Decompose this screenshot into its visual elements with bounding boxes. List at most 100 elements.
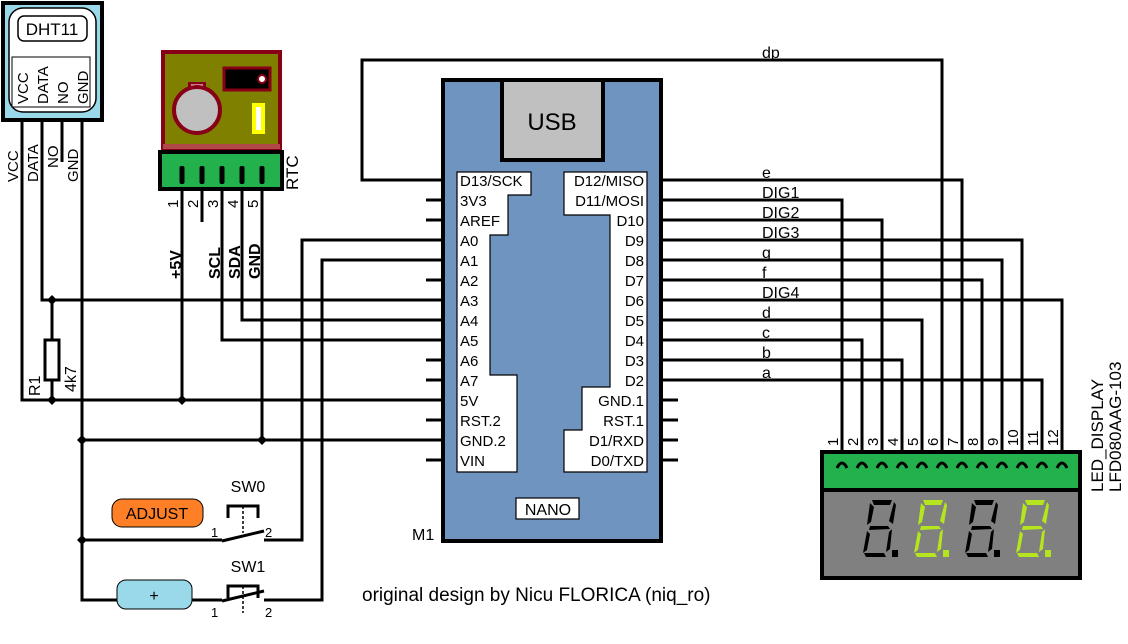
display-header	[820, 450, 1082, 492]
segment-f	[1020, 503, 1027, 525]
display-pin-number: 1	[825, 438, 842, 446]
segment-f	[867, 503, 874, 525]
adjust-button-label: ADJUST	[126, 506, 188, 523]
nano-name: NANO	[525, 502, 571, 519]
wire-a	[662, 378, 1044, 452]
display-pin-4	[895, 461, 909, 469]
display-pin-3	[875, 461, 889, 469]
segment-c	[937, 529, 943, 552]
display-name: LED_DISPLAY	[1088, 379, 1107, 492]
display-pin-number: 10	[1005, 429, 1022, 446]
wire-a1-sw1	[264, 258, 442, 602]
display-pin-number: 2	[845, 438, 862, 446]
nano-right-pin-label: D4	[625, 333, 644, 350]
display-pin-number: 9	[985, 438, 1002, 446]
display-pin-number: 7	[945, 438, 962, 446]
nano-right-pin-label: D6	[625, 293, 644, 310]
nano-left-pin-label: A5	[460, 333, 478, 350]
junction-dot	[257, 435, 267, 445]
dht11-title-box	[17, 15, 88, 42]
nano-right-pin-label: D8	[625, 253, 644, 270]
display-pin-number: 6	[925, 438, 942, 446]
dht11-pin-no: NO	[45, 146, 62, 169]
net-label-dp: dp	[762, 45, 780, 62]
segment-d	[1017, 553, 1039, 557]
dht11-inner-pin-no: NO	[55, 82, 72, 105]
rtc-pin-5	[259, 166, 265, 184]
nano-left-pin-label: A2	[460, 273, 478, 290]
segment-e	[914, 531, 921, 553]
net-label: g	[762, 245, 771, 262]
rtc-pin-2	[199, 166, 205, 184]
digit-1	[863, 500, 898, 557]
display-pin-7	[955, 461, 969, 469]
switch-sw1: + SW1 1 2	[116, 559, 272, 620]
nano-left-pin-label: AREF	[460, 213, 500, 230]
net-label: b	[762, 345, 771, 362]
sw0-ref: SW0	[231, 479, 266, 496]
net-label: c	[762, 325, 770, 342]
junction-dot	[177, 395, 187, 405]
wire-g	[662, 258, 1004, 452]
usb-connector	[500, 78, 605, 162]
display-pin-number: 4	[885, 438, 902, 446]
wire-DIG4	[662, 298, 1064, 452]
segment-dp	[943, 550, 949, 557]
segment-g	[971, 526, 992, 530]
display-pin-11	[1035, 461, 1049, 469]
rtc-pin-3	[219, 166, 225, 184]
rtc-pin-num-5: 5	[245, 200, 262, 208]
segment-c	[1039, 529, 1045, 552]
display-digits	[863, 500, 1051, 557]
net-label: e	[762, 165, 771, 182]
plus-button[interactable]	[116, 579, 193, 610]
display-pin-2	[855, 461, 869, 469]
net-label: DIG2	[762, 205, 799, 222]
nano-right-pin-label: D3	[625, 353, 644, 370]
segment-b	[940, 502, 947, 524]
resistor-ref: R1	[27, 375, 44, 396]
segment-g	[1022, 526, 1043, 530]
wire-dp	[360, 58, 944, 452]
svg-text:2: 2	[265, 605, 272, 620]
junctions	[47, 295, 267, 545]
segment-dp	[994, 550, 1000, 557]
rtc-pin-num-1: 1	[165, 200, 182, 208]
nano-right-pin-label: D2	[625, 373, 644, 390]
segment-a	[974, 500, 994, 505]
rtc-pin-num-4: 4	[225, 200, 242, 208]
segment-d	[864, 553, 886, 557]
nano-ref: M1	[412, 527, 434, 544]
rtc-signal-gnd: GND	[247, 243, 264, 279]
rtc-signal-sda: SDA	[227, 245, 244, 279]
nano-right-pin-label: D9	[625, 233, 644, 250]
segment-a	[872, 500, 892, 505]
segment-dp	[1045, 550, 1051, 557]
nano-left-pin-label: A0	[460, 233, 478, 250]
nano-left-pin-label: D13/SCK	[460, 173, 523, 190]
sw1-contact	[221, 589, 265, 603]
dht11-inner-pin-vcc: VCC	[15, 72, 32, 104]
display-pin-5	[915, 461, 929, 469]
rtc-pin-1	[179, 166, 185, 184]
switch-sw0: ADJUST SW0 1 2	[111, 479, 272, 543]
display-pin-10	[1015, 461, 1029, 469]
wire-e	[662, 178, 964, 452]
nano-left-pin-label: A3	[460, 293, 478, 310]
display-pin-number: 8	[965, 438, 982, 446]
display-part: LFD080AAG-103	[1106, 362, 1125, 492]
nano-left-pin-label: 5V	[460, 393, 478, 410]
display-pin-number: 11	[1025, 430, 1042, 446]
segment-f	[969, 503, 976, 525]
dht11-inner-pin-data: DATA	[35, 66, 52, 104]
wire-a0-sw0	[264, 238, 442, 542]
nano-left-pin-label: A4	[460, 313, 478, 330]
adjust-button[interactable]	[111, 498, 204, 528]
dht11-pin-gnd: GND	[65, 149, 82, 183]
dht11-sensor: DHT11 VCC DATA NO GND VCC DATA NO GND	[1, 1, 104, 183]
nano-right-pin-label: D1/RXD	[589, 433, 644, 450]
segment-dp	[892, 550, 898, 557]
svg-text:2: 2	[265, 525, 272, 540]
nano-left-pin-label: 3V3	[460, 193, 487, 210]
